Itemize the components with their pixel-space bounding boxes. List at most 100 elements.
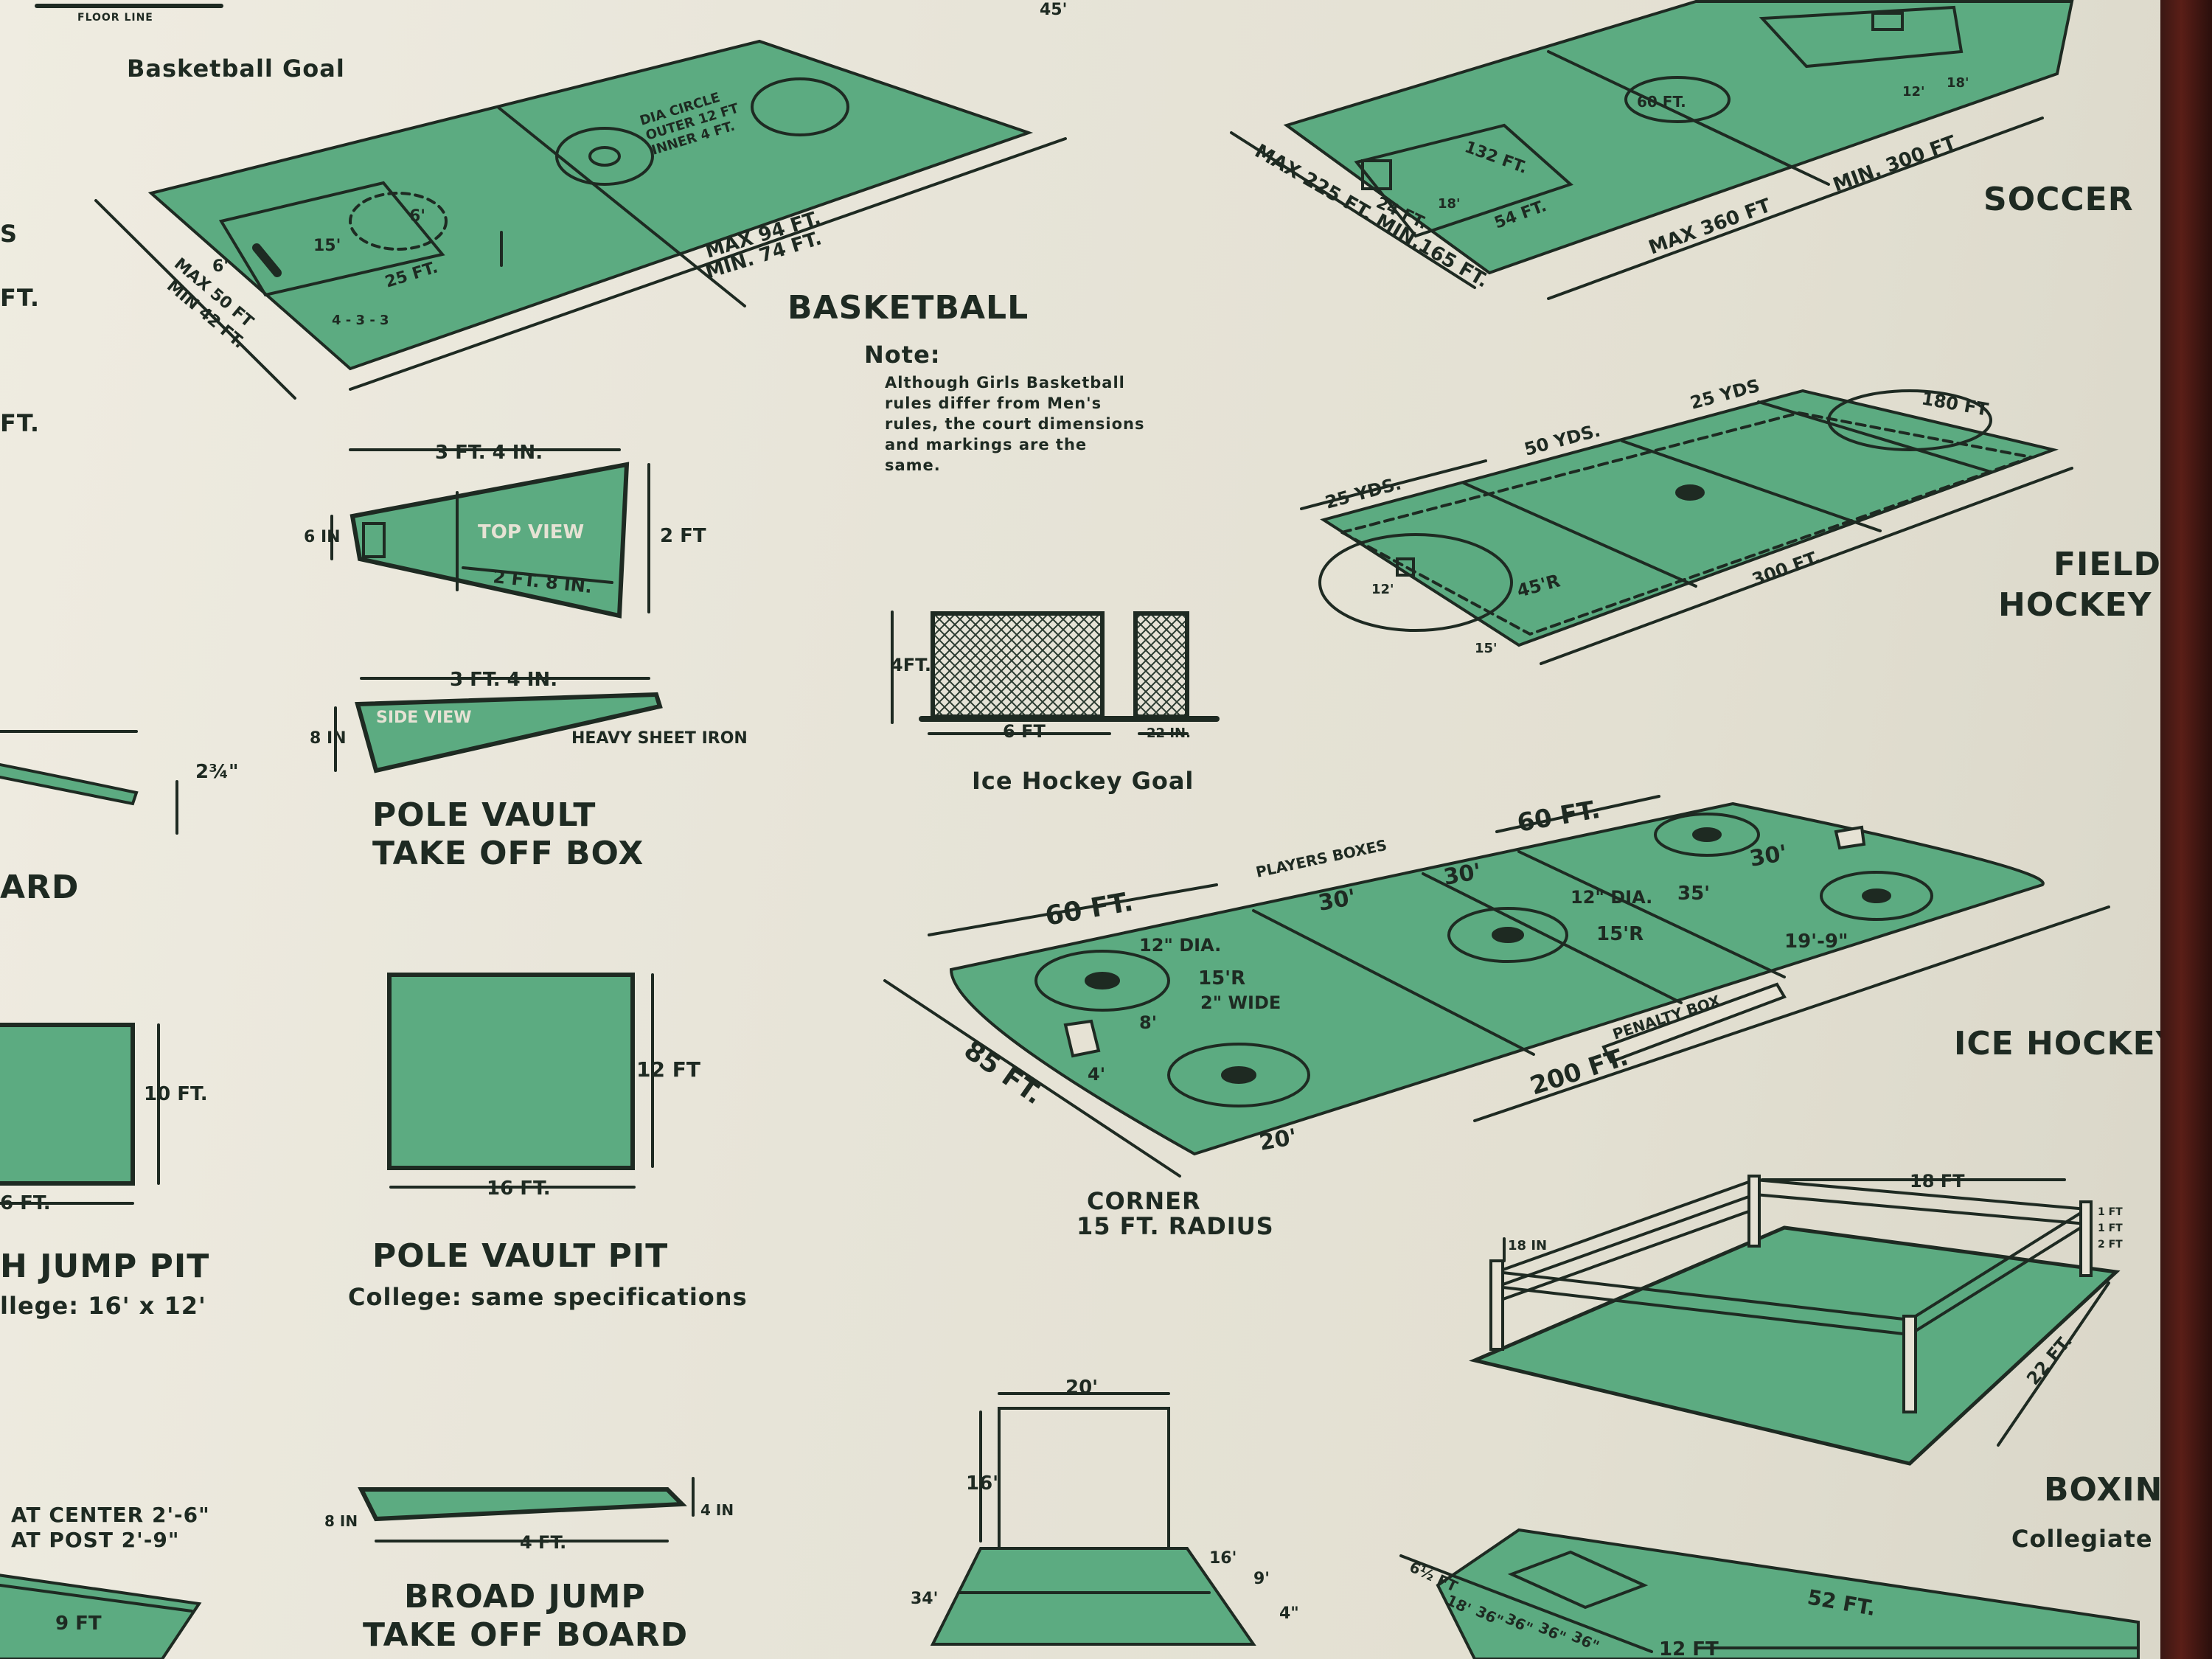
note-line-4: and markings are the xyxy=(885,436,1088,453)
basketball-title: BASKETBALL xyxy=(787,289,1029,327)
ih-15r-l: 15'R xyxy=(1198,967,1245,990)
note-line-1: Although Girls Basketball xyxy=(885,374,1125,392)
board-234: 2¾" xyxy=(195,761,239,783)
pv-2ft: 2 FT xyxy=(660,525,706,547)
pv-3ft4b: 3 FT. 4 IN. xyxy=(450,669,557,691)
ramp-4: 4" xyxy=(1279,1604,1299,1623)
basketball-goal-label: Basketball Goal xyxy=(127,55,345,83)
ih-4: 4' xyxy=(1088,1064,1105,1085)
pole-vault-box-top-view xyxy=(330,448,650,619)
pole-vault-box-title-1: POLE VAULT xyxy=(372,796,597,834)
ih-20: 20' xyxy=(1257,1124,1298,1156)
high-jump-pit-title: H JUMP PIT xyxy=(0,1248,210,1285)
bx-rope-1: 1 FT xyxy=(2098,1206,2123,1218)
ih-8: 8' xyxy=(1139,1012,1157,1033)
ramp-16b: 16' xyxy=(1209,1549,1237,1568)
ice-hockey-rink xyxy=(883,795,2110,1178)
ih-12dia-c: 12" DIA. xyxy=(1571,887,1652,908)
hj-10: 10 FT. xyxy=(144,1083,208,1105)
note-title: Note: xyxy=(864,341,941,369)
ih-19: 19'-9" xyxy=(1784,931,1848,953)
soccer-18b: 18' xyxy=(1947,75,1969,91)
ice-hockey-title: ICE HOCKEY xyxy=(1954,1025,2180,1062)
pole-vault-box-side-view xyxy=(334,677,663,773)
pit-12: 12 FT xyxy=(636,1057,700,1082)
fh-15: 15' xyxy=(1475,641,1498,656)
note-body: Although Girls Basketball rules differ f… xyxy=(885,372,1145,476)
pv-side: SIDE VIEW xyxy=(376,709,472,727)
broad-jump-title-2: TAKE OFF BOARD xyxy=(363,1616,689,1654)
bb-6: 6' xyxy=(409,207,425,226)
field-hockey-title-1: FIELD xyxy=(2053,546,2162,583)
ih-35: 35' xyxy=(1677,883,1710,905)
broad-jump-title-1: BROAD JUMP xyxy=(404,1578,646,1615)
soccer-12: 12' xyxy=(1902,84,1925,100)
fh-180: 180 FT xyxy=(1920,388,1990,420)
ramp-9: 9' xyxy=(1253,1570,1270,1588)
corner-label: CORNER 15 FT. RADIUS xyxy=(1077,1189,1274,1239)
corner-line-2: 15 FT. RADIUS xyxy=(1077,1212,1274,1240)
pv-8in: 8 IN xyxy=(310,729,347,748)
bj-8: 8 IN xyxy=(324,1512,358,1530)
goal-22in: 22 IN. xyxy=(1147,726,1191,741)
pv-6in: 6 IN xyxy=(304,528,341,546)
note-line-5: same. xyxy=(885,456,941,474)
pv-3ft4: 3 FT. 4 IN. xyxy=(435,442,543,464)
tennis-9: 9 FT xyxy=(55,1613,102,1635)
goal-4ft: 4FT. xyxy=(891,655,931,675)
ramp-34: 34' xyxy=(911,1590,938,1608)
pv-iron: HEAVY SHEET IRON xyxy=(571,729,748,748)
bb-6b: 6' xyxy=(212,257,229,276)
pit-16: 16 FT. xyxy=(487,1178,551,1200)
soccer-field xyxy=(1230,0,2074,300)
ih-60l: 60 FT. xyxy=(1043,887,1135,932)
soccer-18: 18' xyxy=(1438,196,1461,212)
bx-18ft: 18 FT xyxy=(1910,1171,1965,1192)
ramp-20: 20' xyxy=(1065,1377,1098,1399)
ih-30b: 30' xyxy=(1441,859,1483,891)
floor-line-label: FLOOR LINE xyxy=(77,12,153,24)
left-edge-text-1: S xyxy=(0,220,18,248)
ih-30c: 30' xyxy=(1747,841,1789,872)
pv-top: TOP VIEW xyxy=(478,521,584,543)
goal-6ft: 6 FT xyxy=(1003,721,1046,742)
ih-60r: 60 FT. xyxy=(1515,795,1603,838)
ih-players: PLAYERS BOXES xyxy=(1254,836,1388,881)
high-jump-pit xyxy=(0,1023,160,1205)
note-line-2: rules differ from Men's xyxy=(885,394,1102,412)
soccer-title: SOCCER xyxy=(1983,181,2134,218)
pole-vault-pit-sub: College: same specifications xyxy=(348,1283,748,1311)
broad-jump-board xyxy=(358,1477,695,1543)
ih-30a: 30' xyxy=(1316,885,1357,917)
ramp-16a: 16' xyxy=(966,1472,998,1495)
ice-hockey-goal-label: Ice Hockey Goal xyxy=(972,767,1194,795)
fh-12: 12' xyxy=(1371,582,1394,597)
board-title-partial: ARD xyxy=(0,869,80,906)
field-hockey-title-2: HOCKEY xyxy=(1998,586,2152,624)
corner-line-1: CORNER xyxy=(1087,1187,1201,1215)
basketball-court xyxy=(94,39,1067,400)
sb-12: 12 FT xyxy=(1659,1638,1719,1659)
picture-frame-edge xyxy=(2160,0,2212,1659)
ih-12dia-l: 12" DIA. xyxy=(1139,935,1221,956)
runway-ramp xyxy=(930,1392,1256,1646)
sb-6: 6½ FT xyxy=(1407,1558,1461,1596)
boxing-ring xyxy=(1469,1175,2121,1466)
ih-2wide: 2" WIDE xyxy=(1200,992,1281,1013)
bb-lane: 4 - 3 - 3 xyxy=(332,313,389,328)
high-jump-pit-sub: llege: 16' x 12' xyxy=(0,1292,206,1320)
bj-4ft: 4 FT. xyxy=(520,1532,566,1553)
net-height-center: AT CENTER 2'-6" xyxy=(11,1503,210,1527)
pole-vault-pit xyxy=(387,973,654,1189)
ice-hockey-goal xyxy=(891,611,1220,735)
bb-15: 15' xyxy=(313,237,341,255)
net-heights: AT CENTER 2'-6" AT POST 2'-9" xyxy=(11,1503,210,1553)
hj-16: 6 FT. xyxy=(0,1192,51,1214)
net-height-post: AT POST 2'-9" xyxy=(11,1528,180,1552)
bx-rope-2: 1 FT xyxy=(2098,1222,2123,1234)
ih-15r-c: 15'R xyxy=(1596,923,1644,945)
pole-vault-box-title-2: TAKE OFF BOX xyxy=(372,835,644,872)
left-edge-text-3: FT. xyxy=(0,409,40,437)
bx-18in: 18 IN xyxy=(1508,1238,1547,1253)
